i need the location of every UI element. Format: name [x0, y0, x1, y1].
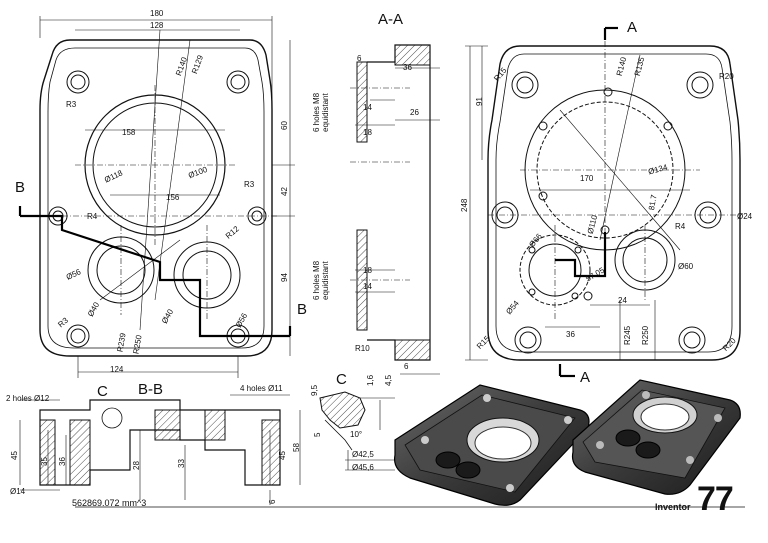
- section-aa-title: A-A: [378, 11, 404, 28]
- dim-aa-36: 36: [403, 63, 412, 72]
- dim-back-91: 91: [475, 97, 484, 106]
- dim-bb-35: 35: [40, 457, 49, 466]
- volume-readout: 562869.072 mm^3: [72, 498, 147, 508]
- dim-94: 94: [280, 273, 289, 282]
- drawing-number: 77: [697, 480, 734, 518]
- dim-c-4-5: 4,5: [384, 374, 393, 386]
- holes-d11-label: 4 holes Ø11: [240, 384, 283, 393]
- dim-aa-26: 26: [410, 108, 419, 117]
- dim-bb-45-left: 45: [10, 451, 19, 460]
- dim-158: 158: [122, 128, 136, 137]
- section-a-marker-bottom: A: [580, 369, 591, 386]
- dim-c-d45-6: Ø45,6: [352, 463, 374, 472]
- front-view: [18, 16, 295, 378]
- dim-aa-18-top: 18: [363, 128, 372, 137]
- dim-156: 156: [166, 193, 180, 202]
- dim-bb-6: 6: [268, 499, 277, 504]
- dim-back-d60: Ø60: [678, 262, 694, 271]
- dim-c-9-5: 9,5: [310, 384, 319, 396]
- render-back-iso: [571, 379, 741, 495]
- section-bb-view: [19, 394, 745, 508]
- dim-aa-6-bottom: 6: [404, 362, 409, 371]
- dim-back-r4: R4: [675, 222, 686, 231]
- detail-c-marker: C: [97, 383, 108, 400]
- dim-aa-14-top: 14: [363, 103, 372, 112]
- dim-back-r20-top: R20: [719, 72, 734, 81]
- holes-m8-top: 6 holes M8 equidistant: [312, 92, 330, 132]
- dim-aa-14-bottom: 14: [363, 282, 372, 291]
- dim-c-10deg: 10°: [350, 430, 363, 439]
- section-a-marker-top: A: [627, 19, 638, 36]
- dim-c-5: 5: [313, 432, 322, 437]
- dim-124: 124: [110, 365, 124, 374]
- dim-aa-6: 6: [357, 54, 362, 63]
- section-aa-view: [350, 44, 440, 375]
- dim-aa-18-bottom: 18: [363, 266, 372, 275]
- render-front-iso: [393, 384, 590, 506]
- dim-bb-45-right: 45: [278, 451, 287, 460]
- dim-r3-mid: R3: [244, 180, 255, 189]
- dim-bb-28: 28: [132, 461, 141, 470]
- back-view: [465, 26, 741, 378]
- dim-back-36: 36: [566, 330, 575, 339]
- dim-back-r245: R245: [623, 325, 632, 345]
- holes-d12-label: 2 holes Ø12: [6, 394, 50, 403]
- dim-bb-36: 36: [58, 457, 67, 466]
- detail-c-view: [319, 391, 395, 471]
- dim-bb-d14: Ø14: [10, 487, 26, 496]
- dim-r4: R4: [87, 212, 98, 221]
- dim-back-24: 24: [618, 296, 627, 305]
- dim-aa-r10: R10: [355, 344, 370, 353]
- dim-bb-33: 33: [177, 459, 186, 468]
- dim-back-248: 248: [460, 198, 469, 212]
- dim-back-d24: Ø24: [737, 212, 753, 221]
- dim-back-170: 170: [580, 174, 594, 183]
- dim-42: 42: [280, 187, 289, 196]
- dim-60: 60: [280, 121, 289, 130]
- dim-r3-top: R3: [66, 100, 77, 109]
- dim-c-d42-5: Ø42,5: [352, 450, 374, 459]
- brand-label: Inventor: [655, 502, 691, 512]
- dim-back-r250: R250: [641, 325, 650, 345]
- section-b-marker-left: B: [15, 179, 26, 196]
- dim-bb-58: 58: [292, 443, 301, 452]
- detail-c-title: C: [336, 371, 347, 388]
- dim-c-1-6: 1,6: [366, 374, 375, 386]
- section-bb-title: B-B: [138, 381, 164, 398]
- section-b-marker-right: B: [297, 301, 308, 318]
- dim-128: 128: [150, 21, 164, 30]
- holes-m8-bottom: 6 holes M8 equidistant: [312, 260, 330, 300]
- dim-180: 180: [150, 9, 164, 18]
